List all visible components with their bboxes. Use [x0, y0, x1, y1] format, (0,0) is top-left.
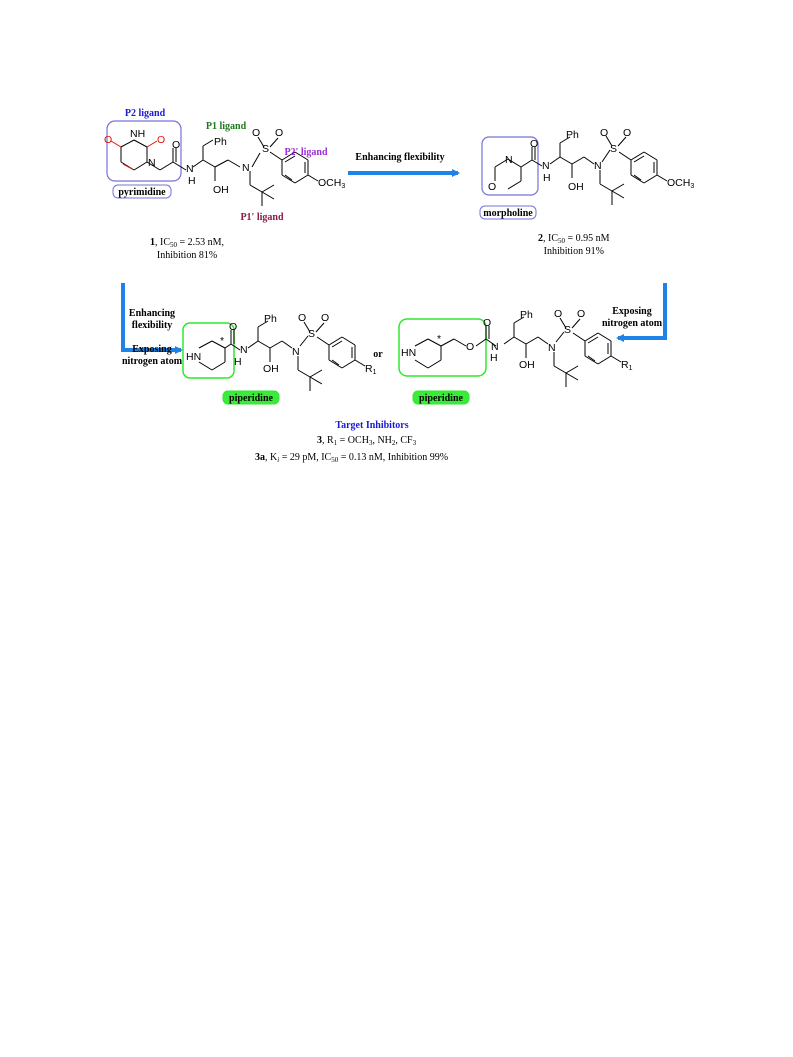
piperidine-tag-left	[222, 390, 280, 405]
atom-nh-3b: N	[491, 341, 499, 353]
enhancing-flexibility-label: Enhancing flexibility	[355, 152, 444, 163]
piperidine-label-left: piperidine	[229, 393, 273, 404]
atom-o-s2a: O	[600, 127, 608, 139]
compound-2-line2: Inhibition 91%	[543, 246, 604, 257]
compound-2-line1: 2, IC50 = 0.95 nM	[538, 233, 610, 245]
atom-o-ester: O	[466, 341, 474, 353]
nitrogen-atom-label-left: nitrogen atom	[122, 356, 183, 367]
atom-h-1: H	[188, 175, 196, 187]
atom-r1-3: R1	[365, 363, 377, 376]
atom-o-amide-3: O	[229, 321, 237, 333]
or-label: or	[373, 349, 383, 360]
atom-n-sulf-3: N	[292, 346, 300, 358]
atom-o-s1b: O	[275, 127, 283, 139]
atom-och3-2: OCH3	[667, 177, 694, 190]
atom-r1-3b: R1	[621, 359, 633, 372]
exposing-label-right: Exposing	[612, 306, 651, 317]
atom-h-3b: H	[490, 352, 498, 364]
p2-ligand-label: P2 ligand	[125, 108, 166, 119]
atom-och3-1: OCH3	[318, 177, 345, 190]
atom-hn-3b: HN	[401, 347, 416, 359]
atom-oh-1: OH	[213, 184, 229, 196]
atom-s-3b: S	[564, 324, 571, 336]
atom-oh-2: OH	[568, 181, 584, 193]
p1-ligand-label: P1 ligand	[206, 121, 247, 132]
atom-s-3: S	[308, 328, 315, 340]
flexibility-label: flexibility	[132, 320, 173, 331]
enhancing-label: Enhancing	[129, 308, 175, 319]
arrow-right	[616, 283, 667, 342]
compound-2-caption: 2, IC50 = 0.95 nM Inhibition 91%	[538, 232, 610, 258]
atom-o-s3d: O	[577, 308, 585, 320]
piperidine-tag-right	[412, 390, 470, 405]
atom-o-s3c: O	[554, 308, 562, 320]
piperidine-label-right: piperidine	[419, 393, 463, 404]
atom-o-carbonyl: O	[483, 317, 491, 329]
atom-h-2: H	[543, 172, 551, 184]
atom-hn-3a: HN	[186, 351, 201, 363]
atom-o-s2b: O	[623, 127, 631, 139]
atom-o-amide: O	[172, 139, 180, 151]
atom-nh-1: N	[186, 163, 194, 175]
compound-1-line2: Inhibition 81%	[156, 250, 218, 261]
pyrimidine-tag	[112, 184, 172, 199]
piperidine-box-left	[182, 322, 235, 379]
atom-ph-3b: Ph	[520, 309, 533, 321]
atom-s-2: S	[610, 143, 617, 155]
target-inhibitors-title: Target Inhibitors	[335, 420, 408, 431]
p2-ligand-box	[106, 120, 182, 182]
atom-ph-1: Ph	[214, 136, 227, 148]
compound-2-structure: N O O N H Ph OH N S O O OCH3 morpholine	[479, 127, 694, 220]
compound-3-amide-structure: HN * O N H Ph OH N S O O R1 piperidine	[182, 312, 377, 405]
atom-n-sulf-1: N	[242, 162, 250, 174]
piperidine-box-right	[398, 318, 487, 377]
atom-n-sulf-3b: N	[548, 342, 556, 354]
nitrogen-atom-label-right: nitrogen atom	[602, 318, 663, 329]
p1prime-ligand-label: P1' ligand	[240, 212, 284, 223]
atom-ph-2: Ph	[566, 129, 579, 141]
atom-ph-3: Ph	[264, 313, 277, 325]
atom-h-3: H	[234, 356, 242, 368]
compound-3-carbamate-structure: HN * O O N H Ph OH N S O O R1 piperidine	[398, 308, 633, 405]
atom-n-3: N	[240, 344, 248, 356]
morpholine-box	[481, 136, 539, 196]
compound-3-caption: 3, R1 = OCH3, NH2, CF3	[317, 435, 417, 447]
arrow-left	[121, 283, 183, 354]
atom-oh-3: OH	[263, 363, 279, 375]
atom-nh-ring: NH	[130, 128, 145, 140]
atom-oh-3b: OH	[519, 359, 535, 371]
morpholine-label: morpholine	[483, 208, 533, 219]
morpholine-tag	[479, 205, 537, 220]
atom-o-right: O	[157, 134, 165, 146]
atom-n-sulf-2: N	[594, 160, 602, 172]
atom-n-ring: N	[148, 157, 156, 169]
compound-1-line1: 1, IC50 = 2.53 nM,	[150, 237, 225, 249]
atom-o-morph: O	[488, 181, 496, 193]
atom-o-s1a: O	[252, 127, 260, 139]
stereo-star-1: *	[220, 335, 224, 347]
compound-3a-caption: 3a, Ki = 29 pM, IC50 = 0.13 nM, Inhibiti…	[255, 452, 449, 464]
pyrimidine-label: pyrimidine	[118, 187, 166, 198]
stereo-star-2: *	[437, 333, 441, 345]
p2prime-ligand-label: P2' ligand	[284, 147, 328, 158]
atom-s-1: S	[262, 143, 269, 155]
compound-1-structure: P2 ligand NH O O N O pyrimidine	[104, 108, 345, 223]
atom-o-left: O	[104, 134, 112, 146]
atom-n-morph: N	[505, 154, 513, 166]
exposing-label-left: Exposing	[132, 344, 171, 355]
atom-o-amide-2: O	[530, 138, 538, 150]
atom-o-s3b: O	[321, 312, 329, 324]
atom-n-2: N	[542, 160, 550, 172]
compound-1-caption: 1, IC50 = 2.53 nM, Inhibition 81%	[150, 236, 224, 262]
atom-o-s3a: O	[298, 312, 306, 324]
